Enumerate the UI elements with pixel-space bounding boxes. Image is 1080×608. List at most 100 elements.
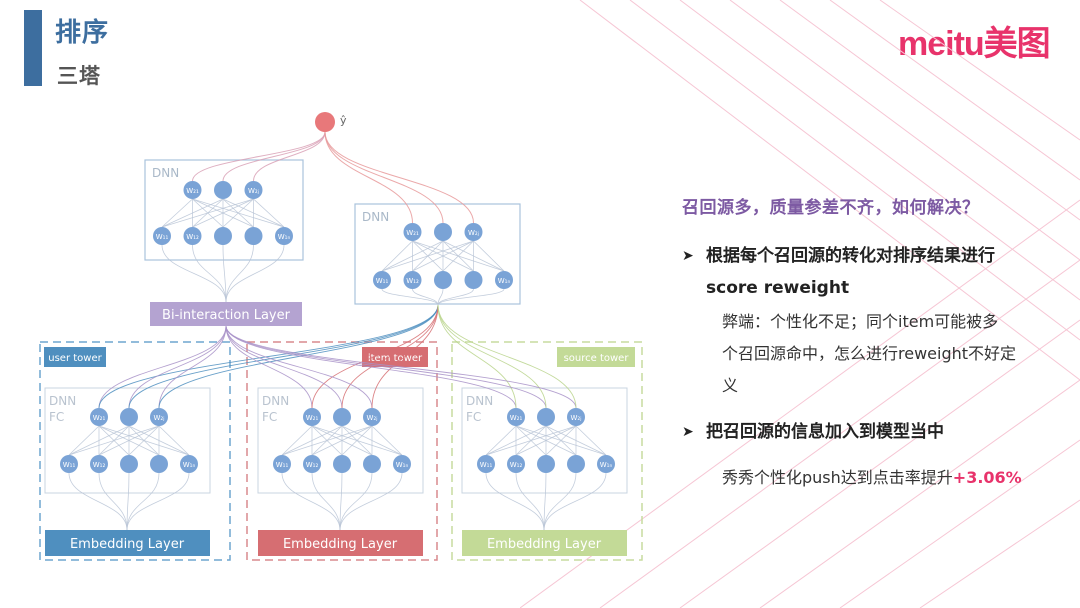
source-to-dnn-edge [437,304,547,409]
top-left-dnn-input-edge [222,244,227,303]
user-dnn-label: DNN [49,394,76,408]
top-right-dnn-input-edge [412,288,439,306]
user-to-bi-edge [158,325,227,409]
source-layer1-node-1: W₁₂ [507,455,525,473]
user-layer1-node-4-circle [180,455,198,473]
item-input-edge [339,472,403,531]
top-left-to-output-edge [192,131,326,182]
source-input-edge [543,472,547,531]
top-right-dnn-layer2-node-0-circle [403,223,422,241]
source-layer1-node-1-circle [507,455,525,473]
top-left-dnn-inner-edge [253,198,285,228]
item-layer2-node-0-label: W₂₁ [306,414,319,422]
top-right-dnn-layer1-node-0-circle [373,271,391,289]
item-inner-edge [311,425,373,456]
user-layer2-node-2: W₂ⱼ [150,408,168,426]
user-input-edge [126,472,160,531]
top-right-dnn-inner-edge [412,240,474,272]
source-layer1-node-1-label: W₁₂ [510,461,523,469]
source-layer1-node-2 [537,455,555,473]
top-right-dnn-layer1-node-1-label: W₁₂ [406,277,419,285]
source-tower-box [451,341,643,561]
source-layer2-node-1 [537,408,555,426]
top-right-dnn-layer1-node-0: W₁₁ [373,271,391,289]
network-edges [68,131,607,531]
user-layer2-node-0: W₂₁ [90,408,108,426]
item-layer1-node-0-label: W₁₁ [276,461,289,469]
title-accent-bar [24,10,42,86]
top-right-dnn-layer1-node-0-label: W₁₁ [376,277,389,285]
source-to-bi-edge [225,325,577,409]
user-embedding-label: Embedding Layer [70,537,185,552]
user-tower-box [39,341,231,561]
top-left-dnn-inner-edge [222,198,285,228]
item-layer2-node-2-circle [363,408,381,426]
source-layer1-node-4: W₁ₙ [597,455,615,473]
item-layer1-node-4-circle [393,455,411,473]
user-layer1-node-0-circle [60,455,78,473]
item-layer2-node-2-label: W₂ⱼ [367,414,378,422]
top-left-dnn-input-edge [225,244,285,303]
item-dnn-box [257,387,424,494]
source-embedding-label: Embedding Layer [487,537,602,552]
source-fc-label: FC [466,410,481,424]
user-fc-label: FC [49,410,64,424]
source-layer1-node-4-label: W₁ₙ [600,461,613,469]
user-layer1-node-4-label: W₁ₙ [183,461,196,469]
top-right-dnn-inner-edge [381,240,413,272]
item-to-bi-edge [225,325,373,409]
result-note: 秀秀个性化push达到点击率提升+3.06% [682,462,1062,494]
user-inner-edge [98,425,190,456]
output-node [315,112,335,132]
top-left-dnn-layer1-node-4-label: W₁ₙ [278,233,291,241]
top-left-dnn-layer2-node-2-circle [244,181,263,199]
top-left-dnn-label: DNN [152,166,179,180]
user-layer2-node-0-label: W₂₁ [93,414,106,422]
user-inner-edge [98,425,130,456]
user-layer1-node-2-circle [120,455,138,473]
question-heading: 召回源多，质量参差不齐，如何解决？ [682,198,980,218]
top-right-to-output-edge [324,131,444,224]
source-layer1-node-2-circle [537,455,555,473]
top-left-dnn-inner-edge [192,198,224,228]
user-input-edge [126,472,130,531]
top-left-dnn-layer2-node-1 [214,181,232,199]
source-inner-edge [485,425,517,456]
top-right-dnn-layer1-node-2 [434,271,452,289]
top-left-dnn-layer2-node-0-label: W₂₁ [186,187,199,195]
user-layer1-node-1: W₁₂ [90,455,108,473]
top-left-dnn-inner-edge [192,198,285,228]
drawback-note: 弊端：个性化不足；同个item可能被多 个召回源命中，怎么进行reweight不… [682,306,1062,402]
item-layer1-node-2 [333,455,351,473]
explanation-panel: 召回源多，质量参差不齐，如何解决？ ➤ 根据每个召回源的转化对排序结果进行 sc… [682,190,1062,494]
result-value: +3.06% [952,468,1022,487]
user-layer2-node-1 [120,408,138,426]
source-inner-edge [545,425,607,456]
user-inner-edge [158,425,190,456]
source-layer2-node-0-circle [507,408,525,426]
top-right-dnn-layer1-node-4-circle [495,271,513,289]
bullet-reweight-line2: score reweight [706,278,850,298]
item-dnn-label: DNN [262,394,289,408]
user-input-edge [68,472,128,531]
item-layer1-node-1-circle [303,455,321,473]
source-inner-edge [515,425,577,456]
meitu-logo: meitu美图 [898,25,1051,63]
item-input-edge [339,472,373,531]
drawback-line3: 义 [722,376,739,395]
top-left-dnn-input-edge [225,244,254,303]
page-subtitle: 三塔 [57,64,101,88]
source-tower-tag [557,347,635,367]
top-right-dnn-layer2-node-1-circle [434,223,452,241]
user-layer1-node-0: W₁₁ [60,455,78,473]
user-tower-tag-label: user tower [48,353,102,364]
top-left-to-output-edge [222,131,326,182]
top-left-dnn-layer1-node-2 [214,227,232,245]
top-right-dnn-input-edge [437,288,444,306]
top-right-dnn-layer1-node-2-circle [434,271,452,289]
item-fc-label: FC [262,410,277,424]
user-embedding-layer [45,530,210,556]
top-left-dnn-layer2-node-0: W₂₁ [183,181,202,199]
user-to-dnn-edge [158,304,439,409]
user-tower-tag [44,347,106,367]
